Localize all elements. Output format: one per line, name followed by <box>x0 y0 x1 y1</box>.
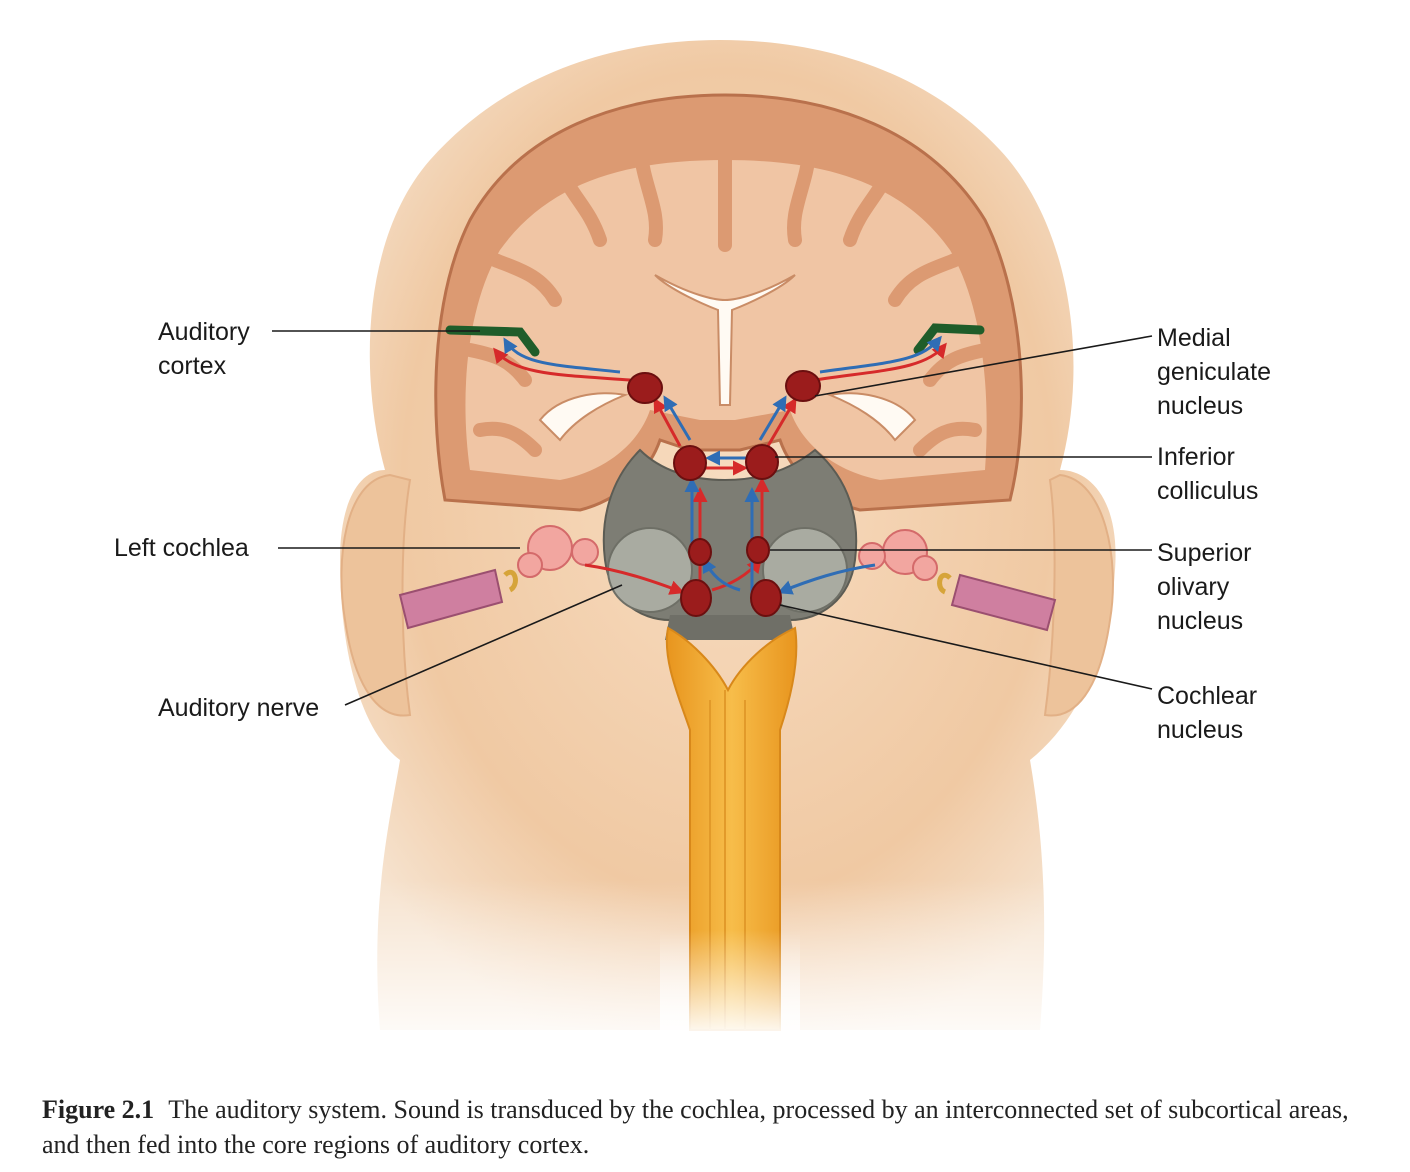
label-cochlear-nucleus-line-2: nucleus <box>1157 716 1243 744</box>
medial-geniculate-nuclei <box>627 370 821 404</box>
label-cochlear-nucleus: Cochlear nucleus <box>1157 682 1264 744</box>
right-cochlear-nucleus <box>750 579 782 617</box>
right-superior-olivary-nucleus <box>746 536 770 564</box>
label-medial-geniculate-line-1: Medial <box>1157 324 1231 352</box>
left-inferior-colliculus-nucleus <box>673 445 707 481</box>
label-left-cochlea-line-1: Left cochlea <box>114 534 249 562</box>
inferior-colliculus-nuclei <box>673 444 779 481</box>
left-cochlear-nucleus <box>680 579 712 617</box>
right-auditory-cortex-highlight <box>913 323 985 355</box>
right-medial-geniculate-nucleus <box>785 370 821 402</box>
leader-auditory-nerve <box>344 584 623 706</box>
label-superior-olivary-line-2: olivary <box>1157 573 1230 601</box>
figure-number: Figure 2.1 <box>42 1095 155 1124</box>
label-auditory-cortex-line-2: cortex <box>158 352 227 380</box>
label-superior-olivary-line-1: Superior <box>1157 539 1252 567</box>
label-auditory-nerve-line-1: Auditory nerve <box>158 694 319 722</box>
label-superior-olivary: Superior olivary nucleus <box>1157 539 1258 635</box>
label-auditory-cortex: Auditory cortex <box>158 318 257 380</box>
left-cochlea-structure <box>503 525 599 593</box>
left-ear-canal <box>398 568 504 630</box>
label-left-cochlea: Left cochlea <box>114 534 249 562</box>
cochlear-nuclei <box>680 579 782 617</box>
left-superior-olivary-nucleus <box>688 538 712 566</box>
right-cochlea-structure <box>858 529 952 595</box>
left-ear <box>340 473 412 717</box>
label-inferior-colliculus-line-1: Inferior <box>1157 443 1235 471</box>
spinal-cord <box>660 626 800 1040</box>
right-ear <box>1043 473 1114 717</box>
figure-caption-text: The auditory system. Sound is transduced… <box>42 1095 1349 1159</box>
label-auditory-cortex-line-1: Auditory <box>158 318 250 346</box>
label-cochlear-nucleus-line-1: Cochlear <box>1157 682 1257 710</box>
label-medial-geniculate-line-3: nucleus <box>1157 392 1243 420</box>
diagram-labels: Auditory cortex Left cochlea Auditory ne… <box>114 318 1278 744</box>
label-superior-olivary-line-3: nucleus <box>1157 607 1243 635</box>
brain-section <box>434 93 1023 512</box>
auditory-system-diagram: Auditory cortex Left cochlea Auditory ne… <box>114 40 1278 1060</box>
label-medial-geniculate-line-2: geniculate <box>1157 358 1271 386</box>
leader-lines <box>272 330 1153 706</box>
leader-cochlear-nucleus <box>779 604 1153 690</box>
label-auditory-nerve: Auditory nerve <box>158 694 319 722</box>
right-inferior-colliculus-nucleus <box>745 444 779 480</box>
label-inferior-colliculus: Inferior colliculus <box>1157 443 1258 505</box>
label-medial-geniculate: Medial geniculate nucleus <box>1157 324 1278 420</box>
label-inferior-colliculus-line-2: colliculus <box>1157 477 1258 505</box>
left-medial-geniculate-nucleus <box>627 372 663 404</box>
leader-medial-geniculate <box>814 335 1153 397</box>
right-ear-canal <box>950 573 1057 632</box>
superior-olivary-nuclei <box>688 536 770 566</box>
